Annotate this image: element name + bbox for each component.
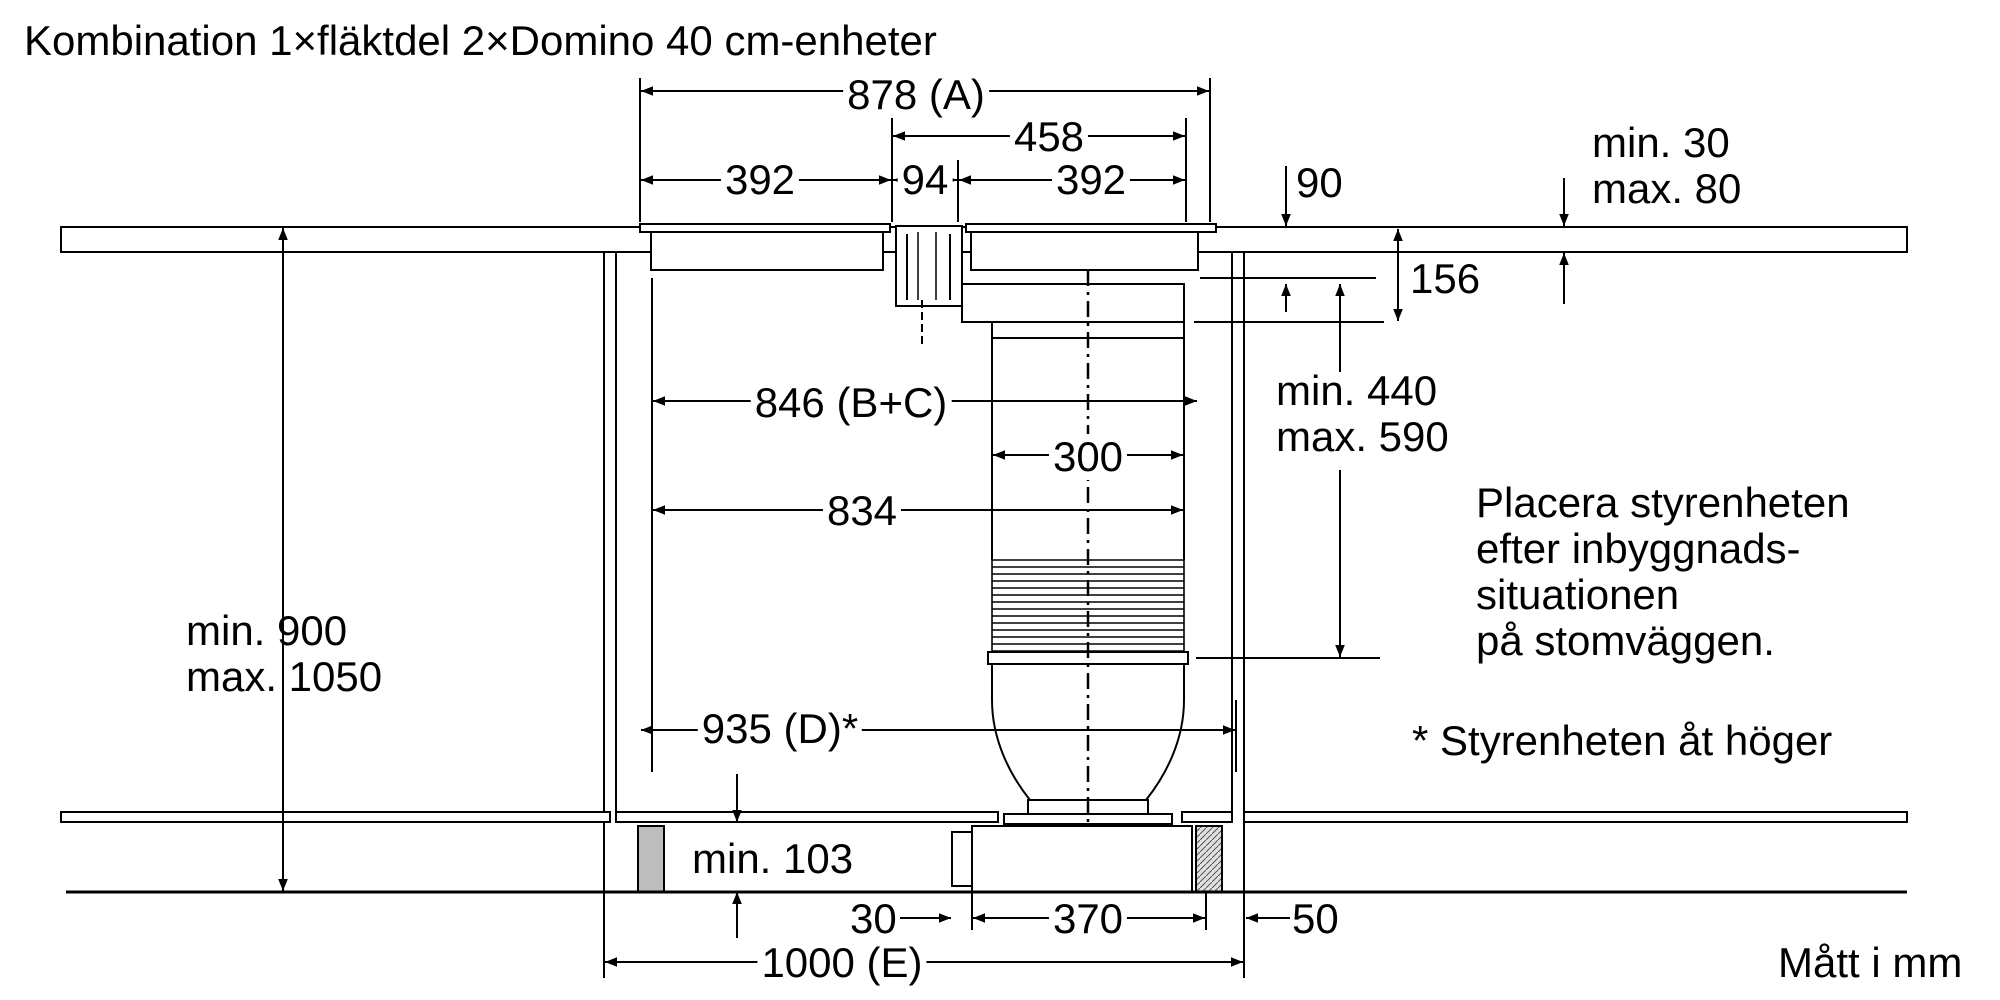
label-935-d: 935 (D)* [697, 706, 863, 752]
label-392-left: 392 [720, 157, 800, 203]
label-300: 300 [1048, 434, 1128, 480]
label-846-bc: 846 (B+C) [750, 380, 952, 426]
duct [961, 283, 1185, 560]
label-878-a: 878 (A) [843, 72, 989, 118]
note-placement: Placera styrenheten efter inbyggnads- si… [1476, 479, 1850, 664]
plinth-left [637, 825, 665, 893]
label-458: 458 [1009, 114, 1089, 160]
label-depth-range: min. 440 max. 590 [1276, 367, 1449, 460]
domino-unit-right [965, 223, 1217, 271]
label-1000-e: 1000 (E) [757, 940, 927, 986]
drawing-title: Kombination 1×fläktdel 2×Domino 40 cm-en… [24, 17, 937, 64]
label-worktop-thickness: min. 30 max. 80 [1592, 119, 1742, 212]
note-control-right: * Styrenheten åt höger [1412, 717, 1833, 764]
label-min-103: min. 103 [692, 835, 854, 882]
label-height-range: min. 900 max. 1050 [186, 607, 383, 700]
fan-part [895, 225, 963, 344]
domino-unit-left [639, 223, 891, 271]
label-94: 94 [897, 157, 953, 203]
label-30: 30 [850, 895, 897, 942]
units-label: Mått i mm [1778, 939, 1963, 986]
cabinet-bottom [60, 811, 1908, 823]
label-50: 50 [1292, 895, 1339, 942]
label-90: 90 [1296, 159, 1343, 206]
outlet-box [951, 825, 1193, 893]
label-392-right: 392 [1051, 157, 1131, 203]
label-834: 834 [822, 488, 902, 534]
label-370: 370 [1048, 896, 1128, 942]
label-156: 156 [1410, 255, 1481, 302]
